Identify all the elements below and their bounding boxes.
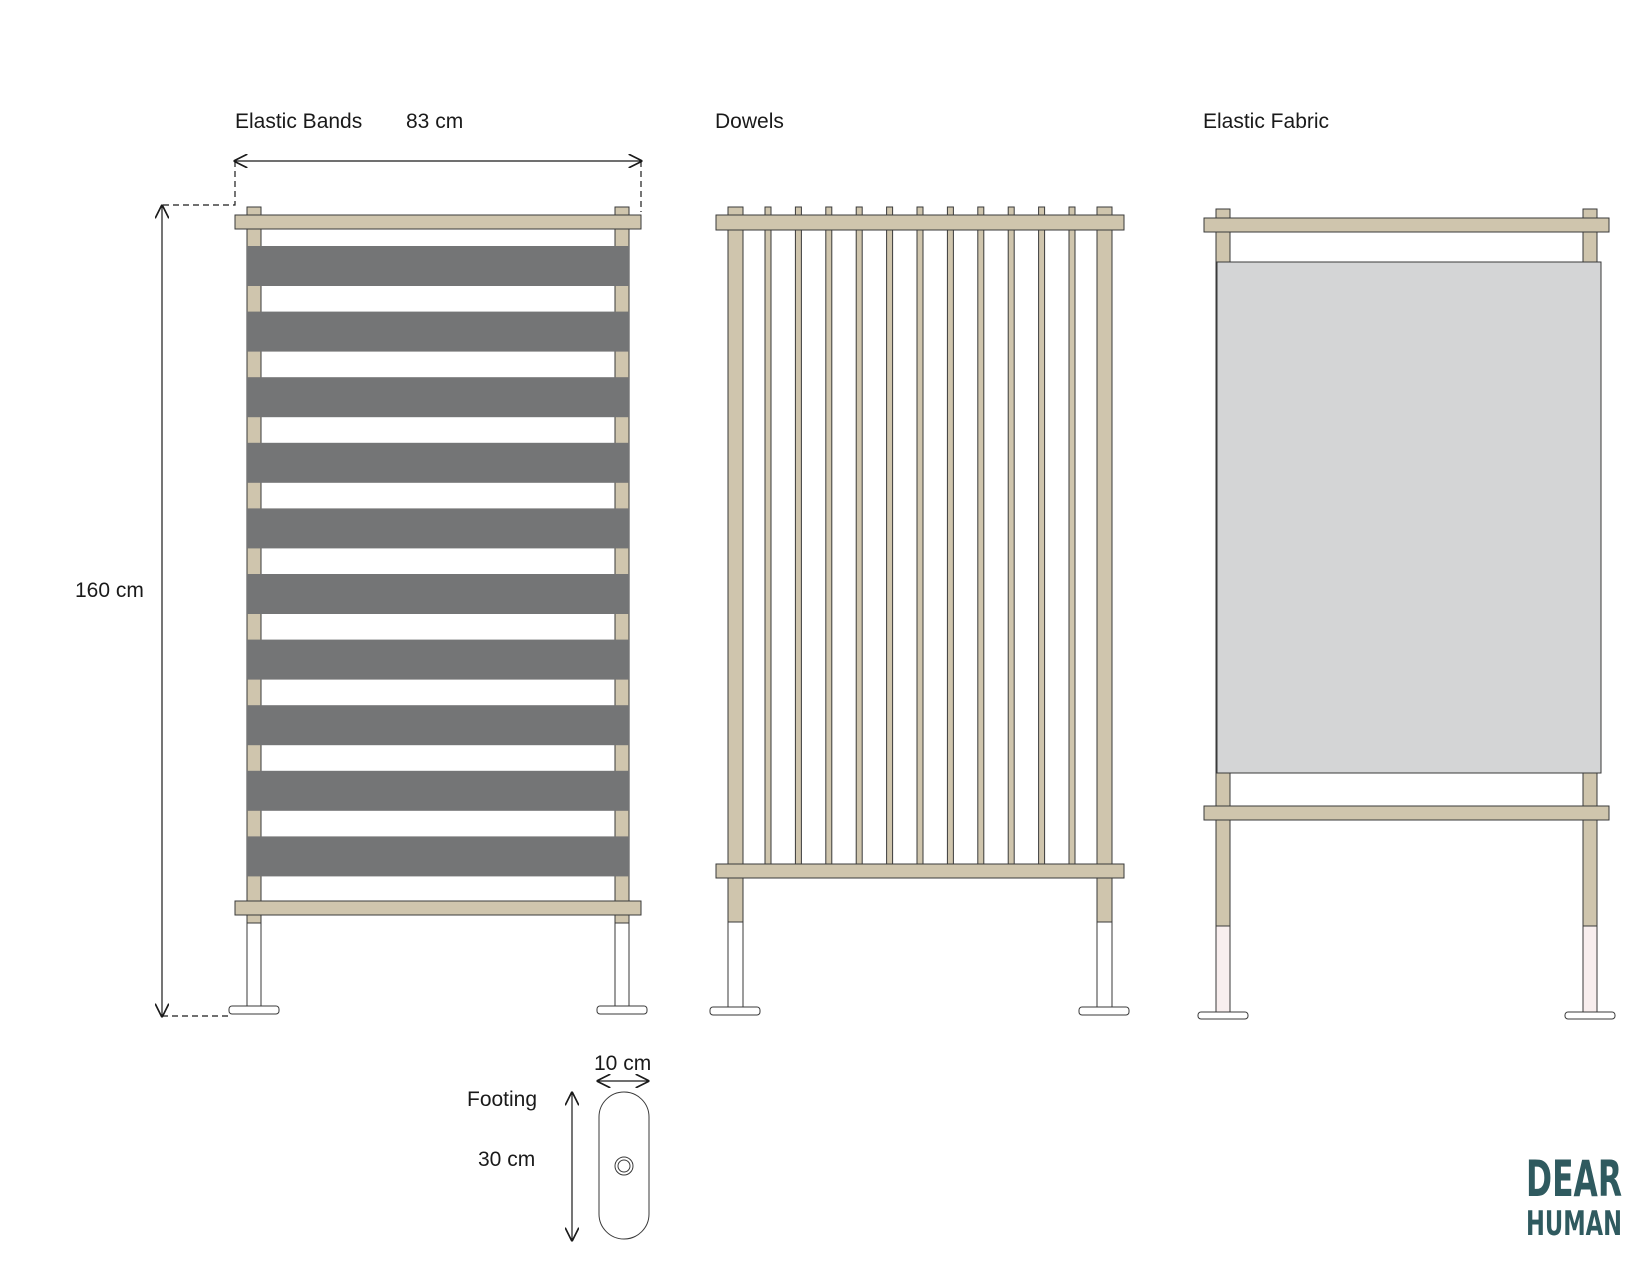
dowel [825, 206, 833, 868]
dowel [886, 206, 894, 868]
dowel [946, 206, 954, 868]
panel-dowels: Dowels [709, 110, 1130, 1016]
panel-label-dowels: Dowels [715, 110, 784, 133]
top-rail [234, 214, 642, 230]
footing-length-label: 30 cm [478, 1148, 535, 1171]
footing-plate-right [596, 1005, 648, 1015]
logo-line-human: HUMAN [1526, 1204, 1622, 1244]
height-dimension-label: 160 cm [75, 579, 144, 602]
elastic-band [247, 377, 629, 418]
footing-label: Footing [467, 1088, 537, 1111]
dowel [794, 206, 802, 868]
footing-width-label: 10 cm [594, 1052, 651, 1075]
panel-label-elastic-bands: Elastic Bands [235, 110, 362, 133]
elastic-band [247, 770, 629, 811]
width-dimension-label: 83 cm [406, 110, 463, 133]
footing-plate-right [1078, 1006, 1130, 1016]
elastic-band [247, 311, 629, 352]
footing-plate-left [709, 1006, 761, 1016]
elastic-band [247, 705, 629, 746]
dear-human-logo: DEAR HUMAN [1526, 1150, 1622, 1244]
elastic-band [247, 442, 629, 483]
height-dimension: 160 cm [75, 206, 232, 1016]
top-rail [1203, 217, 1610, 233]
elastic-band [247, 639, 629, 680]
leg-right [1582, 925, 1598, 1015]
bottom-rail [234, 900, 642, 916]
width-dimension: 83 cm [160, 110, 641, 212]
elastic-band [247, 508, 629, 549]
post-left [727, 206, 744, 923]
footing-plate-right [1564, 1011, 1616, 1020]
dowel [1007, 206, 1015, 868]
dowel [855, 206, 863, 868]
footing-detail: Footing 10 cm 30 cm [467, 1052, 651, 1240]
elastic-fabric-sheet [1216, 261, 1602, 774]
dowel [764, 206, 772, 868]
dowel [1038, 206, 1046, 868]
dowels-group [764, 206, 1076, 868]
bottom-rail [715, 863, 1125, 879]
post-right [1096, 206, 1113, 923]
dowel [916, 206, 924, 868]
leg-left [1215, 925, 1231, 1015]
elastic-band [247, 574, 629, 614]
footing-plate-left [228, 1005, 280, 1015]
leg-right [1096, 921, 1113, 1010]
panel-elastic-fabric: Elastic Fabric [1197, 110, 1616, 1020]
top-rail [715, 214, 1125, 231]
dowel [977, 206, 985, 868]
leg-left [246, 922, 262, 1009]
elastic-bands-group [247, 246, 629, 877]
leg-right [614, 922, 630, 1009]
panel-elastic-bands: Elastic Bands [228, 110, 648, 1015]
elastic-band [247, 246, 629, 286]
leg-left [727, 921, 744, 1010]
dowel [1068, 206, 1076, 868]
footing-plate-left [1197, 1011, 1249, 1020]
panel-label-elastic-fabric: Elastic Fabric [1203, 110, 1329, 133]
bottom-rail [1203, 805, 1610, 821]
logo-line-dear: DEAR [1526, 1150, 1622, 1208]
elastic-band [247, 836, 629, 877]
